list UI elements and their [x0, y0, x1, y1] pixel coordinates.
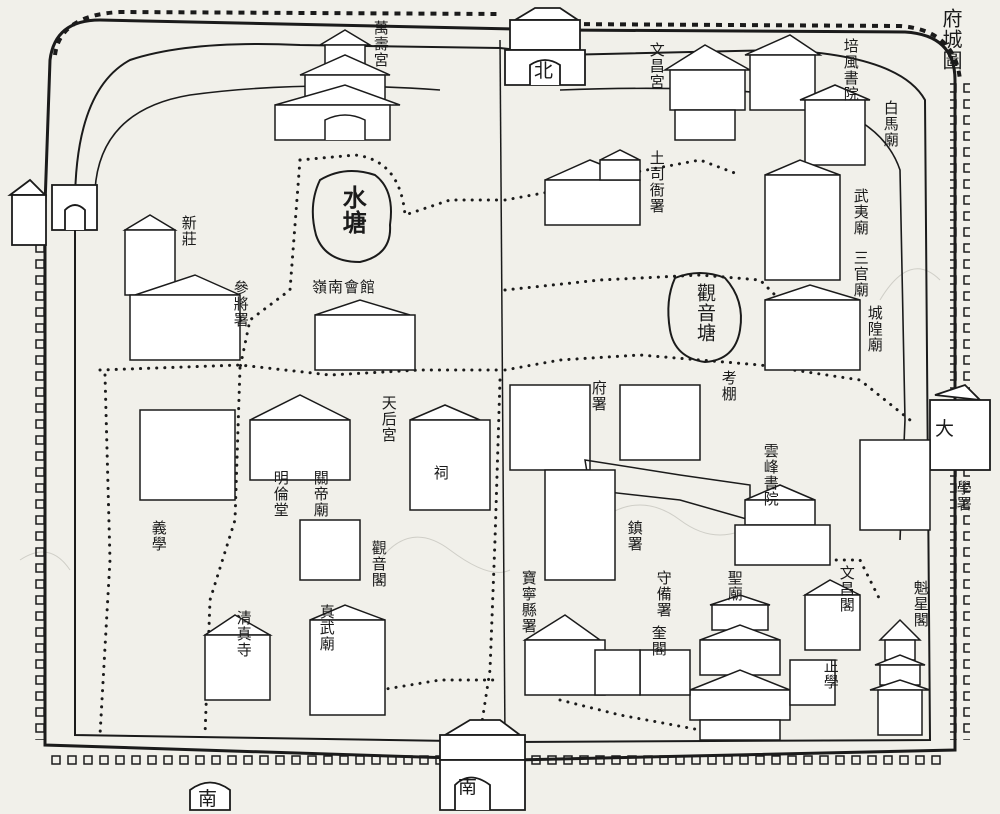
south-west	[202, 604, 386, 716]
battlements	[30, 9, 970, 768]
label-chenghuang-temple: 城隍廟	[865, 305, 884, 353]
guanyin-pond-shape	[667, 272, 742, 364]
label-zhengxue: 正學	[821, 658, 840, 690]
label-sanguan-temple: 三官廟	[851, 250, 870, 298]
label-guanyin-pavilion: 觀音閣	[369, 540, 388, 588]
label-sage-temple: 聖廟	[725, 570, 744, 602]
center-cluster	[509, 384, 751, 581]
label-shoubei-office: 守備署	[654, 570, 673, 618]
label-peifeng-academy: 培風書院	[841, 38, 860, 102]
label-tusi-yamen: 土司衙署	[647, 150, 666, 214]
label-baoning-office: 寶寧縣署	[519, 570, 538, 634]
label-zhenwu-temple: 真武廟	[317, 604, 336, 652]
ponds	[311, 170, 742, 364]
label-wenchang-palace: 文昌宮	[647, 42, 666, 90]
tusi-yamen	[544, 149, 641, 226]
yunfeng-academy	[734, 484, 831, 566]
guanyin-pond-label: 觀音塘	[693, 283, 716, 343]
label-xinzhuang: 新莊	[179, 215, 198, 247]
label-wuyi-temple: 武夷廟	[851, 188, 870, 236]
water-pond-shape	[311, 170, 392, 264]
kuixing-pavilion	[869, 618, 931, 736]
label-guandi-temple: 關帝廟	[311, 470, 330, 518]
label-zhen-office: 鎮署	[625, 520, 644, 552]
label-kuige: 奎閣	[649, 625, 668, 657]
canjiang-office	[122, 214, 241, 361]
label-yixue: 義學	[149, 520, 168, 552]
label-minglun-hall: 明倫堂	[271, 470, 290, 518]
east-temples	[764, 159, 861, 371]
city-wall-inner	[74, 43, 932, 744]
buildings	[122, 29, 931, 741]
label-baima-temple: 白馬廟	[881, 100, 900, 148]
west-middle	[139, 394, 491, 581]
label-shrine: 祠	[431, 465, 450, 481]
label-yunfeng-academy: 雲峰書院	[761, 443, 780, 507]
east-gate-buildings	[859, 439, 931, 531]
city-wall	[43, 18, 957, 762]
south-gate-label: 南	[458, 776, 479, 798]
sage-temple	[639, 594, 836, 741]
label-kaopeng: 考棚	[719, 370, 738, 402]
map-title: 府城圖	[939, 8, 963, 71]
label-kuixing-pavilion: 魁星閣	[911, 580, 930, 628]
wenchang-pavilion	[802, 579, 861, 651]
lingnan-guild	[314, 299, 416, 371]
gate-towers	[7, 7, 991, 811]
central-divide	[499, 39, 506, 741]
label-lingnan-guild: 嶺南會館	[312, 278, 377, 296]
east-gate-label: 大	[935, 418, 956, 440]
label-fu-office: 府署	[589, 380, 608, 412]
label-wenchang-pavilion: 文昌閣	[837, 565, 856, 613]
wanshou-palace	[274, 29, 401, 141]
label-xue-office: 學署	[954, 480, 973, 512]
outer-south-gate-label: 南	[198, 788, 219, 810]
label-wanshou-palace: 萬壽宮	[371, 20, 390, 68]
north-gate-label: 北	[534, 60, 555, 82]
water-pond-label: 水塘	[338, 185, 368, 235]
label-canjiang-office: 參將署	[231, 280, 250, 328]
label-qingzhen-mosque: 清真寺	[234, 610, 253, 658]
district-boundaries	[98, 153, 912, 742]
label-tianhou-palace: 天后宮	[379, 395, 398, 443]
baoning-office	[522, 614, 641, 696]
ne-cluster	[662, 34, 871, 166]
